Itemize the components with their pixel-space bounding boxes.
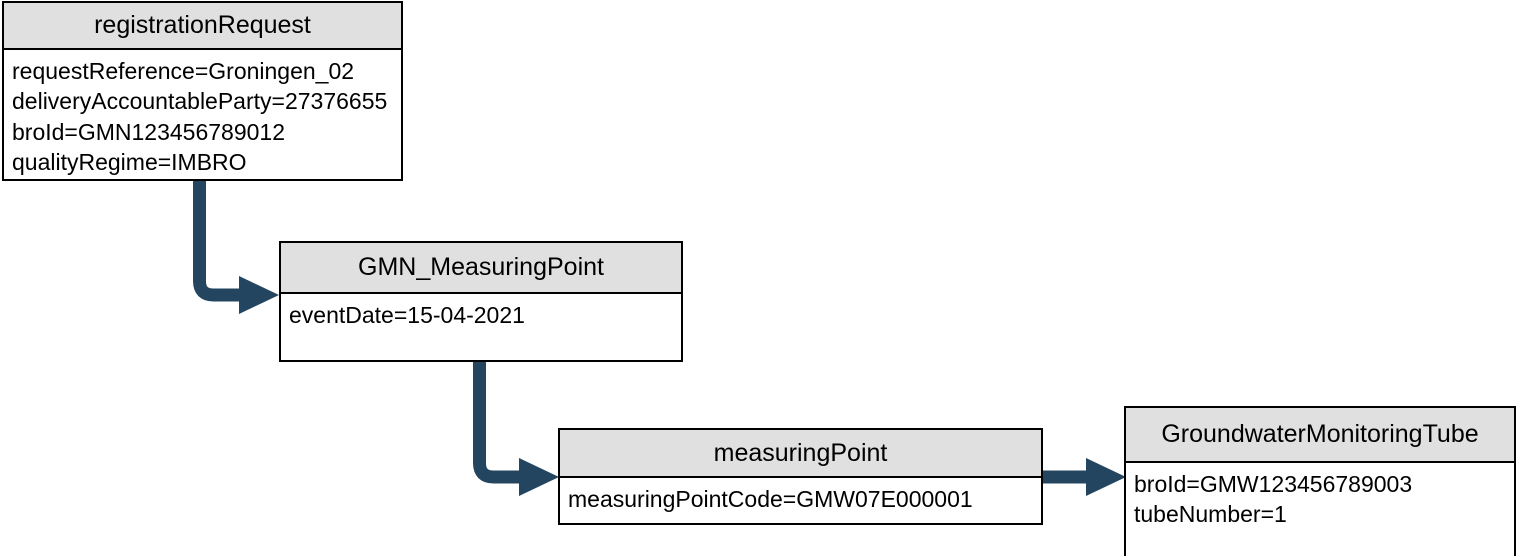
attribute-line: broId=GMN123456789012 xyxy=(12,118,286,145)
node-registrationrequest[interactable]: registrationRequest requestReference=Gro… xyxy=(2,1,403,181)
connector-gmn-measuringpoint-to-measuringpoint xyxy=(473,358,559,496)
node-header-groundwatermonitoringtube: GroundwaterMonitoringTube xyxy=(1126,408,1514,463)
node-header-registrationrequest: registrationRequest xyxy=(4,3,401,50)
connector-registrationrequest-to-gmn-measuringpoint xyxy=(193,176,279,314)
attribute-line: eventDate=15-04-2021 xyxy=(289,302,525,328)
attribute-line: tubeNumber=1 xyxy=(1134,501,1287,528)
attribute-line: broId=GMW123456789003 xyxy=(1134,471,1413,497)
attribute-line: qualityRegime=IMBRO xyxy=(12,149,247,176)
arrowhead-icon xyxy=(239,276,279,314)
attribute-line: measuringPointCode=GMW07E000001 xyxy=(568,486,973,512)
node-header-measuringpoint: measuringPoint xyxy=(560,430,1041,478)
arrowhead-icon xyxy=(1086,458,1126,496)
node-groundwatermonitoringtube[interactable]: GroundwaterMonitoringTube broId=GMW12345… xyxy=(1124,406,1516,556)
connector-measuringpoint-to-groundwatermonitoringtube xyxy=(1040,458,1126,496)
attribute-line: requestReference=Groningen_02 xyxy=(12,58,355,84)
node-body-gmn-measuringpoint: eventDate=15-04-2021 xyxy=(281,294,681,334)
arrowhead-icon xyxy=(519,458,559,496)
connector-path xyxy=(193,176,242,302)
node-gmn-measuringpoint[interactable]: GMN_MeasuringPoint eventDate=15-04-2021 xyxy=(279,241,683,362)
node-body-measuringpoint: measuringPointCode=GMW07E000001 xyxy=(560,478,1041,518)
connector-path xyxy=(473,358,522,484)
node-header-gmn-measuringpoint: GMN_MeasuringPoint xyxy=(281,243,681,294)
attribute-line: deliveryAccountableParty=27376655 xyxy=(12,88,388,115)
node-measuringpoint[interactable]: measuringPoint measuringPointCode=GMW07E… xyxy=(558,428,1043,525)
node-body-groundwatermonitoringtube: broId=GMW123456789003 tubeNumber=1 xyxy=(1126,463,1514,534)
node-body-registrationrequest: requestReference=Groningen_02 deliveryAc… xyxy=(4,50,401,179)
